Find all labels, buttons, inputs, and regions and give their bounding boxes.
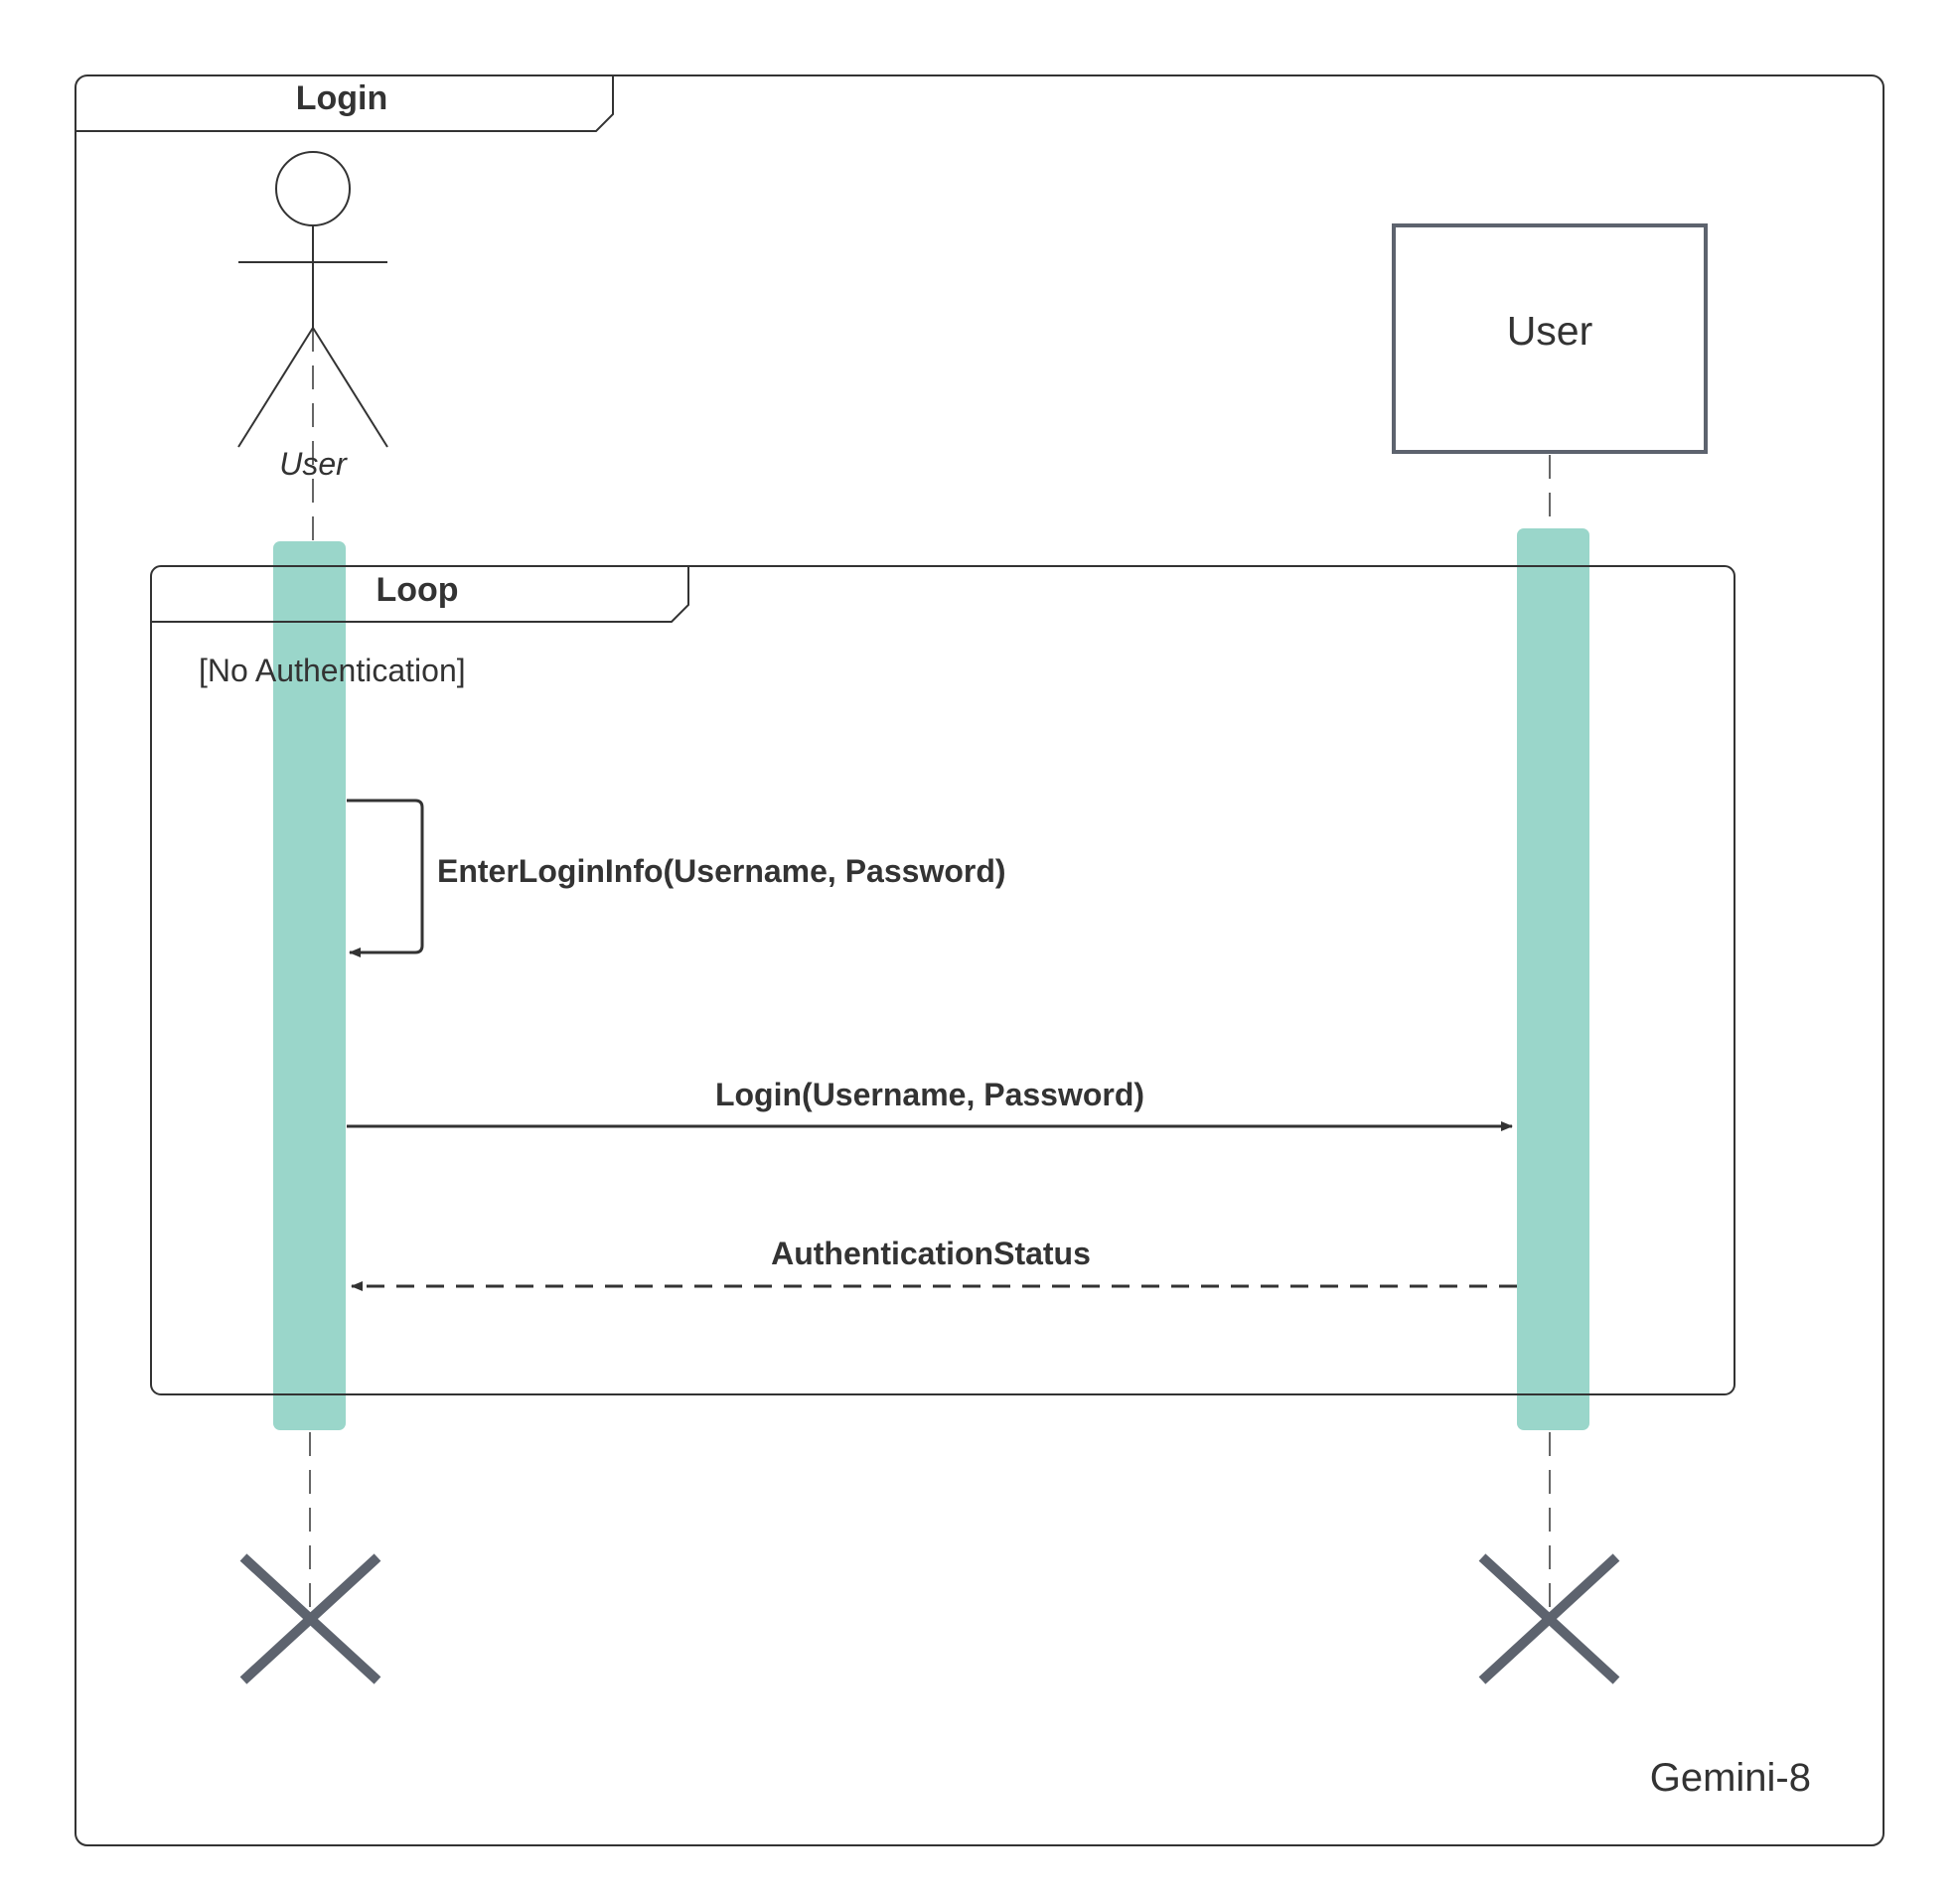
frame-title: Login — [296, 79, 388, 117]
object-box — [1392, 223, 1708, 454]
object-activation-bar — [1517, 528, 1589, 1430]
object-label: User — [1507, 308, 1593, 354]
loop-guard: [No Authentication] — [199, 653, 466, 688]
actor-stick-figure-icon — [237, 151, 388, 448]
actor-activation-bar — [273, 541, 346, 1430]
actor-destroy-x-icon — [239, 1553, 381, 1684]
outer-frame — [75, 74, 1885, 1846]
loop-title-tab — [151, 566, 689, 623]
request-label: Login(Username, Password) — [715, 1077, 1144, 1112]
self-call-arrow — [347, 799, 424, 957]
reply-label: AuthenticationStatus — [771, 1236, 1091, 1271]
self-call-label: EnterLoginInfo(Username, Password) — [437, 853, 1006, 889]
loop-title: Loop — [376, 571, 458, 609]
object-destroy-x-icon — [1478, 1553, 1620, 1684]
footer-label: Gemini-8 — [1650, 1756, 1811, 1800]
loop-fragment — [150, 565, 1735, 1395]
frame-title-tab — [75, 75, 614, 132]
